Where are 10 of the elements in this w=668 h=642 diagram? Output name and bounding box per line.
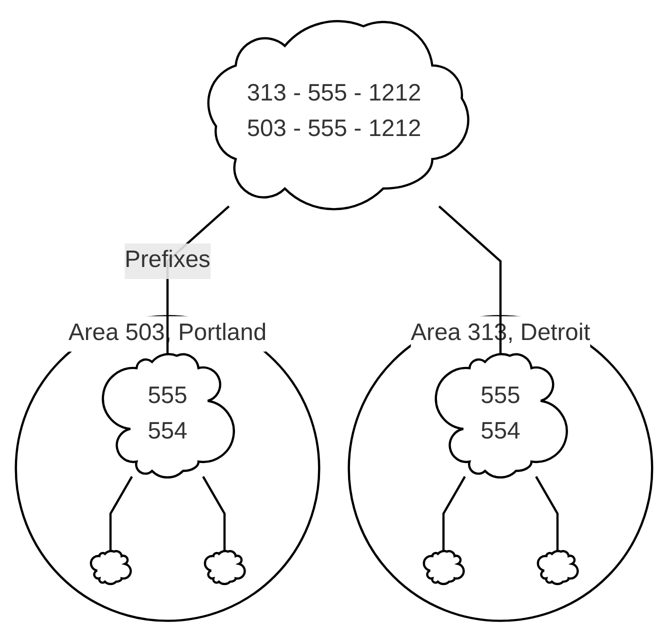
connector — [202, 476, 226, 551]
node-cloud — [536, 550, 579, 586]
node-cloud — [204, 550, 246, 586]
node-cloud — [422, 550, 465, 586]
node-cloud — [90, 550, 132, 586]
connector — [438, 205, 502, 354]
connector — [535, 476, 559, 551]
connector — [442, 476, 466, 551]
connector — [109, 476, 133, 551]
edge-label: Prefixes — [124, 248, 210, 274]
